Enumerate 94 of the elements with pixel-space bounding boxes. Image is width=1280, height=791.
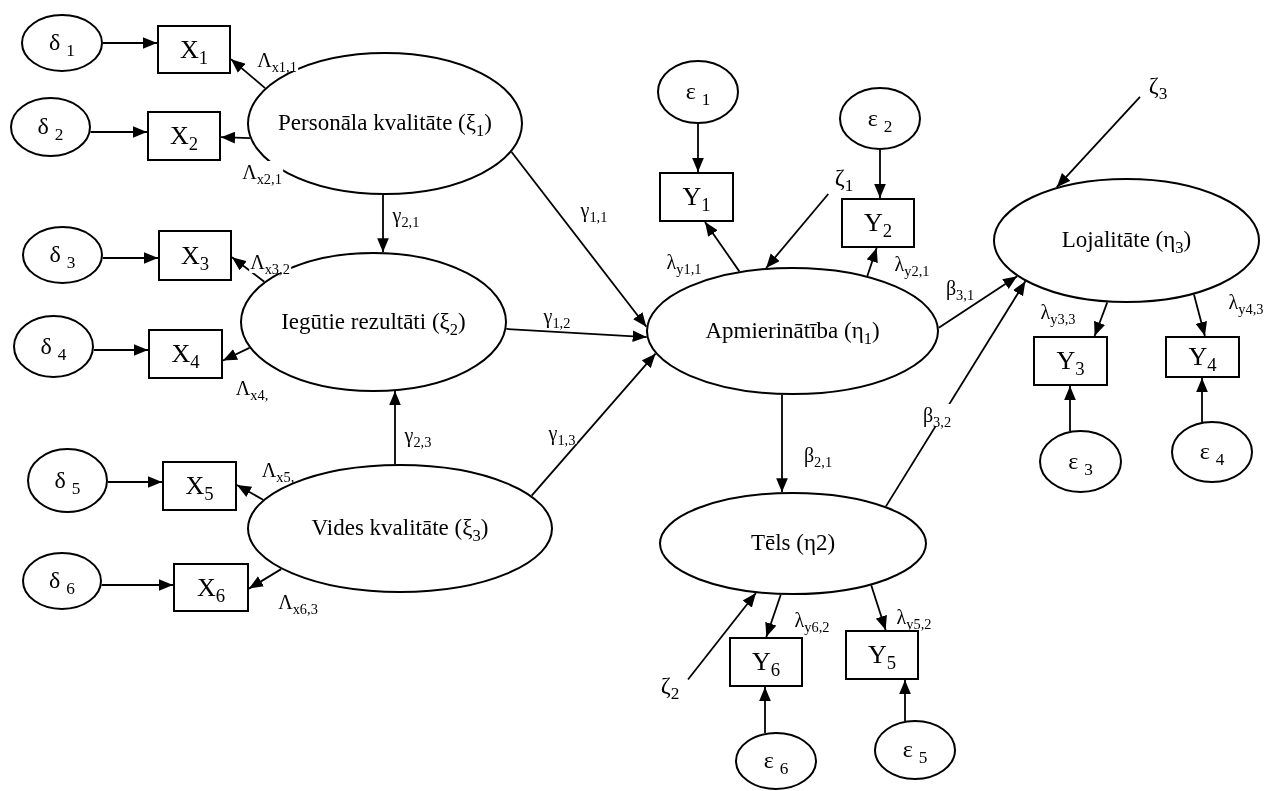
variable-label: ε $_{1}$ bbox=[685, 78, 711, 106]
arrow bbox=[866, 247, 878, 277]
error-term-ellipse bbox=[22, 226, 103, 284]
observed-variable-box bbox=[148, 329, 223, 379]
observed-variable-box bbox=[157, 25, 231, 74]
error-term-ellipse bbox=[13, 315, 94, 378]
arrow bbox=[1055, 95, 1141, 189]
arrow bbox=[505, 328, 648, 343]
variable-label: X$_{1}$ bbox=[179, 34, 209, 65]
error-term-ellipse bbox=[657, 60, 739, 124]
variable-label: Vides kvalitāte (ξ$_{3}$) bbox=[311, 515, 489, 542]
variable-label: Iegūtie rezultāti (ξ$_{2}$) bbox=[281, 308, 466, 336]
observed-variable-box bbox=[158, 230, 232, 281]
arrow bbox=[874, 149, 886, 199]
error-term-ellipse bbox=[1171, 421, 1253, 483]
variable-label: X$_{5}$ bbox=[185, 471, 214, 501]
arrow bbox=[765, 593, 782, 638]
variable-label: X$_{4}$ bbox=[171, 339, 200, 369]
variable-label: ε $_{5}$ bbox=[902, 736, 928, 764]
arrow bbox=[377, 194, 389, 254]
variable-label: δ $_{4}$ bbox=[40, 332, 67, 361]
disturbance-label: ζ$_{3}$ bbox=[1140, 68, 1176, 102]
observed-variable-box bbox=[845, 630, 919, 680]
disturbance-label: ζ$_{2}$ bbox=[652, 668, 688, 702]
arrow bbox=[687, 592, 757, 681]
observed-variable-box bbox=[1165, 336, 1240, 378]
variable-label: Y$_{5}$ bbox=[867, 640, 897, 670]
arrow bbox=[870, 584, 887, 631]
observed-variable-box bbox=[147, 111, 221, 161]
arrow bbox=[231, 256, 266, 283]
error-term-ellipse bbox=[21, 14, 103, 72]
variable-label: Y$_{1}$ bbox=[682, 182, 711, 212]
error-term-ellipse bbox=[874, 720, 956, 780]
arrow bbox=[530, 352, 657, 497]
variable-label: X$_{3}$ bbox=[180, 240, 210, 271]
arrow bbox=[1193, 293, 1207, 337]
variable-label: Apmierinātība (η$_{1}$) bbox=[705, 317, 880, 345]
error-term-ellipse bbox=[22, 552, 102, 610]
arrow bbox=[89, 126, 148, 138]
arrow bbox=[1196, 377, 1208, 423]
variable-label: X$_{2}$ bbox=[169, 121, 199, 151]
error-term-ellipse bbox=[1039, 430, 1122, 493]
arrow bbox=[899, 679, 911, 722]
error-term-ellipse bbox=[27, 448, 108, 513]
arrow bbox=[100, 579, 174, 591]
variable-label: X$_{6}$ bbox=[196, 572, 226, 603]
variable-label: Y$_{4}$ bbox=[1188, 342, 1217, 372]
variable-label: Y$_{6}$ bbox=[751, 647, 781, 677]
arrow bbox=[248, 568, 283, 590]
variable-label: δ $_{3}$ bbox=[49, 241, 76, 269]
variable-label: Lojalitāte (η$_{3}$) bbox=[1061, 227, 1192, 254]
arrow bbox=[776, 393, 788, 494]
arrow bbox=[1064, 385, 1076, 432]
arrow bbox=[1093, 301, 1109, 337]
arrow bbox=[692, 123, 704, 173]
arrow bbox=[101, 252, 159, 264]
observed-variable-box bbox=[1033, 336, 1108, 386]
arrow bbox=[222, 346, 251, 362]
variable-label: Y$_{3}$ bbox=[1056, 346, 1085, 376]
observed-variable-box bbox=[841, 198, 915, 248]
arrow bbox=[759, 686, 771, 734]
variable-label: ε $_{2}$ bbox=[867, 104, 893, 133]
error-term-ellipse bbox=[735, 732, 817, 790]
arrow bbox=[236, 484, 264, 501]
variable-label: ε $_{6}$ bbox=[763, 747, 789, 775]
arrow bbox=[765, 193, 830, 269]
variable-label: δ $_{1}$ bbox=[49, 29, 75, 57]
latent-variable-ellipse bbox=[247, 464, 553, 593]
variable-label: δ $_{5}$ bbox=[54, 466, 81, 495]
arrow bbox=[510, 151, 648, 328]
error-term-ellipse bbox=[839, 87, 921, 150]
arrow bbox=[220, 131, 251, 144]
error-term-ellipse bbox=[10, 97, 91, 157]
variable-label: Y$_{2}$ bbox=[863, 208, 893, 238]
arrow bbox=[389, 390, 401, 465]
observed-variable-box bbox=[173, 563, 249, 612]
disturbance-label: ζ$_{1}$ bbox=[826, 160, 862, 194]
variable-label: Tēls (η2) bbox=[750, 530, 836, 557]
variable-label: ε $_{4}$ bbox=[1199, 438, 1225, 466]
variable-label: δ $_{2}$ bbox=[37, 113, 64, 141]
observed-variable-box bbox=[729, 637, 803, 687]
arrow bbox=[92, 344, 149, 356]
arrow bbox=[937, 275, 1019, 329]
observed-variable-box bbox=[659, 172, 734, 222]
variable-label: Personāla kvalitāte (ξ$_{1}$) bbox=[278, 110, 492, 137]
latent-variable-ellipse bbox=[659, 492, 927, 595]
arrow bbox=[102, 37, 158, 49]
arrow bbox=[704, 221, 741, 273]
arrow bbox=[107, 476, 163, 488]
variable-label: ε $_{3}$ bbox=[1068, 447, 1093, 476]
arrow bbox=[885, 280, 1027, 508]
variable-label: δ $_{6}$ bbox=[49, 567, 75, 595]
observed-variable-box bbox=[162, 461, 237, 511]
arrow bbox=[230, 58, 266, 89]
